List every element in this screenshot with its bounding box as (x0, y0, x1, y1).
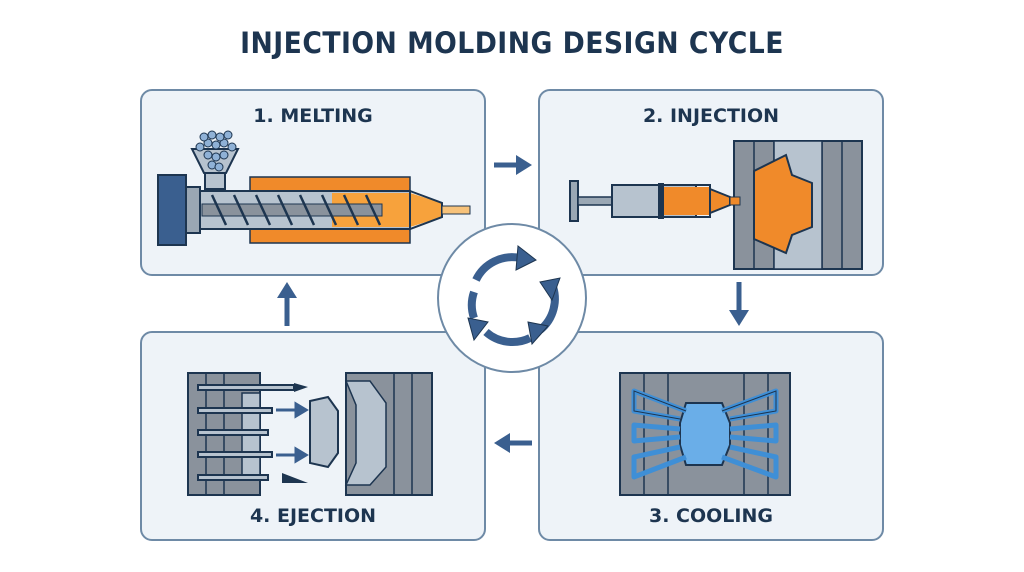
stage-cooling-panel: 3. COOLING (538, 331, 884, 541)
stage-cooling-label: 3. COOLING (649, 505, 773, 527)
stage-ejection-panel: 4. EJECTION (140, 331, 486, 541)
ejection-mold-illustration (187, 372, 433, 496)
arrow-right-icon (494, 155, 532, 175)
extruder-barrel-illustration (157, 130, 471, 246)
stage-injection-label: 2. INJECTION (642, 105, 780, 127)
arrow-down-icon (729, 282, 749, 326)
diagram-title: INJECTION MOLDING DESIGN CYCLE (240, 26, 784, 60)
cooling-channels-mold-illustration (619, 372, 791, 496)
injection-syringe-mold-illustration (569, 140, 863, 270)
stage-injection-panel: 2. INJECTION (538, 89, 884, 276)
cycle-arrows-icon (437, 223, 587, 373)
stage-melting-label: 1. MELTING (253, 105, 373, 127)
arrow-up-icon (277, 282, 297, 326)
arrow-left-icon (494, 433, 532, 453)
stage-melting-panel: 1. MELTING (140, 89, 486, 276)
stage-ejection-label: 4. EJECTION (249, 505, 377, 527)
